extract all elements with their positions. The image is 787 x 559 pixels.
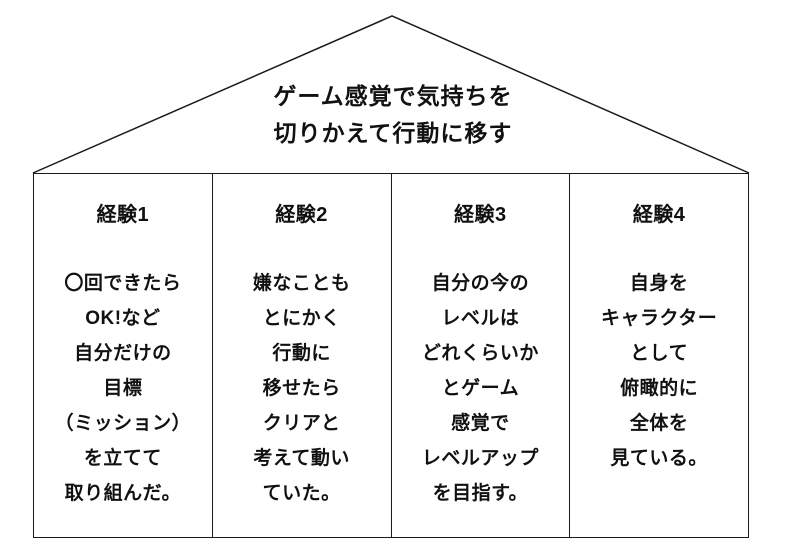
roof-title-line-2: 切りかえて行動に移す	[273, 120, 513, 146]
roof-title: ゲーム感覚で気持ちを 切りかえて行動に移す	[113, 78, 673, 152]
column-1-line: 取り組んだ。	[64, 483, 182, 504]
column-3-header: 経験3	[454, 204, 507, 226]
column-3-line: を目指す。	[432, 483, 529, 504]
column-3-line: レベルアップ	[421, 448, 539, 469]
column-2-line: 移せたら	[262, 378, 341, 399]
column-1-line: OK!など	[85, 308, 161, 329]
column-1-spacer	[34, 233, 212, 266]
column-3-line: 感覚で	[451, 413, 510, 434]
column-2-line: クリアと	[262, 413, 341, 434]
column-experience-2: 経験2 嫌なことも とにかく 行動に 移せたら クリアと 考えて動い ていた。	[213, 174, 392, 537]
column-4-line: 見ている。	[610, 448, 708, 469]
column-4-line: 自身を	[629, 273, 689, 294]
column-experience-3: 経験3 自分の今の レベルは どれくらいか とゲーム 感覚で レベルアップ を目…	[392, 174, 571, 537]
column-1-line: を立てて	[83, 448, 162, 469]
column-1-line: 自分だけの	[74, 343, 172, 364]
column-experience-4: 経験4 自身を キャラクター として 俯瞰的に 全体を 見ている。	[570, 174, 748, 537]
column-1-line: 〇回できたら	[64, 273, 182, 294]
column-1-line: 目標	[103, 378, 143, 399]
column-experience-1: 経験1 〇回できたら OK!など 自分だけの 目標 （ミッション） を立てて 取…	[34, 174, 213, 537]
column-4-header: 経験4	[632, 204, 686, 226]
column-3-spacer	[392, 233, 570, 266]
column-2-line: 嫌なことも	[252, 273, 351, 294]
column-2-line: とにかく	[262, 308, 341, 329]
column-2-spacer	[213, 233, 391, 266]
roof-title-line-1: ゲーム感覚で気持ちを	[273, 83, 513, 109]
house-body: 経験1 〇回できたら OK!など 自分だけの 目標 （ミッション） を立てて 取…	[33, 173, 749, 538]
column-1-header: 経験1	[96, 204, 150, 226]
column-3-line: レベルは	[441, 308, 520, 329]
column-4-line: 全体を	[629, 413, 689, 434]
column-4-line: 俯瞰的に	[620, 378, 699, 399]
column-3-line: どれくらいか	[421, 343, 539, 364]
column-2-line: ていた。	[262, 483, 341, 504]
column-3-line: 自分の今の	[431, 273, 530, 294]
column-3-line: とゲーム	[441, 378, 520, 399]
column-2-line: 考えて動い	[253, 448, 350, 469]
column-2-header: 経験2	[275, 204, 328, 226]
column-4-line: として	[630, 343, 689, 364]
column-4-line: キャラクター	[601, 308, 718, 329]
column-1-line: （ミッション）	[54, 413, 192, 434]
column-2-line: 行動に	[272, 343, 331, 364]
column-4-spacer	[570, 233, 748, 266]
